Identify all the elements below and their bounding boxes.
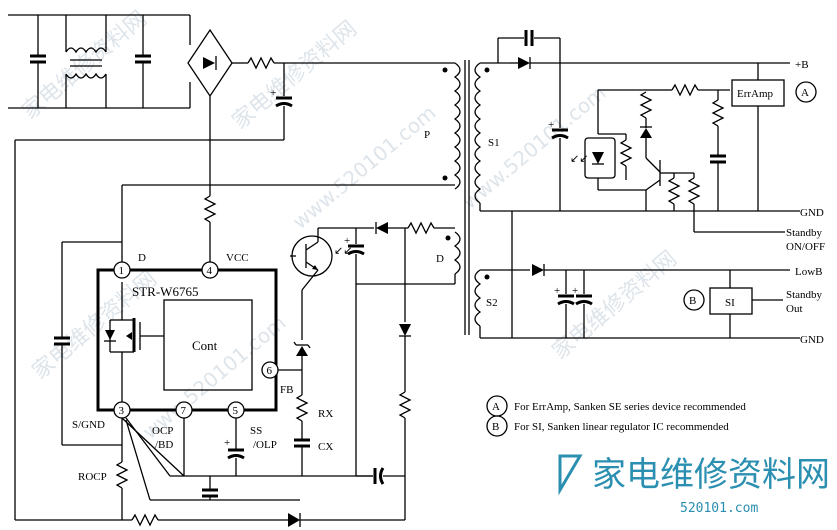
note-b-marker [486,415,508,437]
svg-text:5: 5 [233,405,239,417]
resistor-aux [407,221,435,235]
primary-section: P [121,60,470,335]
resistor-rocp [115,461,129,489]
pin-3-name: S/GND [72,419,105,431]
label-aux: D [436,253,444,265]
primary-winding [453,62,461,190]
resistor-right [398,391,412,419]
svg-text:A: A [492,401,500,413]
diode-aux [376,222,388,234]
label-primary: P [424,129,430,141]
zener-fb [296,346,308,356]
label-s2: S2 [486,297,498,309]
input-filter [8,14,190,109]
label-standby-out-2: Out [786,303,803,315]
diode-s1 [518,57,530,69]
resistor-base [667,177,681,205]
aux-winding [453,231,461,275]
opto-transistor-circle [291,235,333,277]
choke-coil-top [65,47,107,54]
feedback-network: ↙↙ Err [570,63,817,233]
watermark-cn-3: 家电维修资料网 [548,246,682,364]
secondary-s1: S1 + +B GND [474,30,824,219]
s2-winding [474,269,482,327]
label-gnd1: GND [800,207,824,219]
resistor-bottom [131,513,159,527]
resistor-rx [295,394,309,422]
label-standby-onoff-2: ON/OFF [786,241,825,253]
background-watermark: 家电维修资料网 家电维修资料网 www.520101.com www.52010… [18,6,682,443]
label-plus-b: +B [795,59,809,71]
vcc-startup [203,140,217,262]
svg-text:B: B [689,295,696,307]
svg-text:B: B [492,421,499,433]
pin-4-name: VCC [226,252,249,264]
resistor-vcc [203,195,217,223]
note-b-text: For SI, Sanken linear regulator IC recom… [514,421,729,433]
pin-7-name-line1: OCP [152,425,173,437]
diode-s2 [532,264,544,276]
svg-text:+: + [344,235,350,247]
diode-right [399,324,411,336]
watermark-cn-2: 家电维修资料网 [228,16,362,134]
pin-5-name-line2: /OLP [253,439,277,451]
svg-text:+: + [572,285,578,297]
svg-text:3: 3 [119,405,125,417]
svg-text:A: A [801,87,809,99]
svg-text:7: 7 [181,405,187,417]
secondary-s2: S2 + + SI B LowB GND [474,264,824,346]
svg-text:+: + [270,87,276,99]
ic-str-w6765: STR-W6765 Cont 1 4 6 3 7 5 D VCC FB S/GN… [72,252,293,451]
svg-text:+: + [224,437,230,449]
label-rx: RX [318,408,333,420]
svg-text:6: 6 [267,365,273,377]
marker-a [795,81,817,103]
watermark-site-1: www.520101.com [288,100,441,233]
label-cx: CX [318,441,333,453]
pin-4 [201,261,219,279]
pin-6-name: FB [280,384,293,396]
resistor-standby [687,177,701,205]
bridge-rectifier: + [187,15,455,141]
svg-text:1: 1 [119,265,125,277]
svg-text:+: + [554,285,560,297]
label-standby-onoff-1: Standby [786,227,823,239]
label-standby-out-1: Standby [786,289,823,301]
opto-light-arrows: ↙↙ [334,245,352,257]
zener-ref [640,128,652,138]
label-lowb: LowB [795,266,823,278]
svg-text:4: 4 [207,265,213,277]
ic-block-cont: Cont [192,338,218,353]
opto-led-arrows: ↙↙ [570,153,588,165]
logo-num: 520101.com [680,501,758,516]
erramp-label: ErrAmp [737,88,774,100]
pin-1 [113,261,131,279]
choke-coil-bottom [65,72,107,79]
marker-b [683,289,705,311]
resistor-led [619,139,633,167]
resistor-inrush [247,56,275,70]
diode-bottom [288,513,300,527]
note-a-text: For ErrAmp, Sanken SE series device reco… [514,401,746,413]
svg-text:+: + [548,119,554,131]
s1-winding [474,62,482,204]
logo-cn: 家电维修资料网 [592,455,830,495]
si-label: SI [725,297,735,309]
label-gnd2: GND [800,334,824,346]
pin-1-name: D [138,252,146,264]
notes: A For ErrAmp, Sanken SE series device re… [486,395,746,437]
pin-7-name-line2: /BD [155,439,173,451]
label-s1: S1 [488,137,500,149]
watermark-logo: 家电维修资料网 520101.com [558,454,830,516]
ic-part-number: STR-W6765 [132,284,198,299]
pin-5-name-line1: SS [250,425,262,437]
label-rocp: ROCP [78,471,107,483]
